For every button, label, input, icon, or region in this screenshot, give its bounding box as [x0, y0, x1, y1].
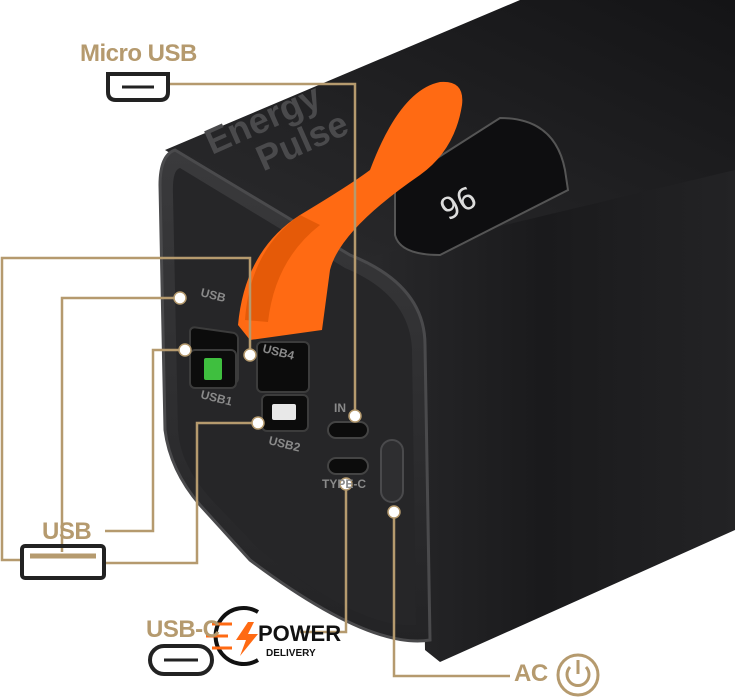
callout-ac: AC [514, 660, 548, 687]
usb-c-port-icon [148, 644, 214, 676]
badge-power: POWER [258, 621, 341, 646]
callout-usb: USB [42, 518, 92, 545]
micro-usb-callout-line [170, 82, 357, 416]
callout-usb-c: USB-C [146, 616, 220, 643]
display-window [394, 116, 570, 257]
usb1-quick-charge-insert [204, 358, 222, 380]
type-c-port [327, 457, 369, 475]
callout-dot [348, 409, 362, 423]
usb1-callout-line [105, 348, 185, 533]
callout-micro-usb: Micro USB [80, 40, 197, 67]
usb2-callout-line [104, 421, 258, 565]
carry-strap-shadow [245, 215, 320, 322]
usb2-port-insert [272, 404, 296, 420]
power-delivery-logo [206, 606, 260, 666]
usb4-port [256, 341, 310, 393]
badge-delivery: DELIVERY [266, 648, 316, 659]
callout-dot [178, 343, 192, 357]
micro-usb-input-port [327, 421, 369, 439]
power-icon [556, 653, 600, 697]
port-label-in: IN [334, 401, 346, 415]
callout-dot [387, 505, 401, 519]
micro-usb-port-icon [106, 72, 170, 102]
carry-strap [238, 81, 463, 340]
power-button-callout-line [392, 512, 510, 678]
callout-dot [243, 348, 257, 362]
callout-dots [173, 291, 401, 519]
device-side [350, 165, 735, 662]
type-c-callout-line [300, 484, 348, 634]
usb-a-port-icon [20, 544, 106, 580]
callout-dot [339, 477, 353, 491]
usb4-callout-line [0, 256, 252, 562]
power-button [380, 439, 404, 503]
callout-dot [251, 416, 265, 430]
port-label-usb-top: USB [199, 285, 227, 305]
usb-top-callout-line [60, 296, 180, 552]
callout-dot [173, 291, 187, 305]
annotation-lines [0, 82, 510, 678]
port-label-type-c: TYPE-C [322, 477, 366, 491]
